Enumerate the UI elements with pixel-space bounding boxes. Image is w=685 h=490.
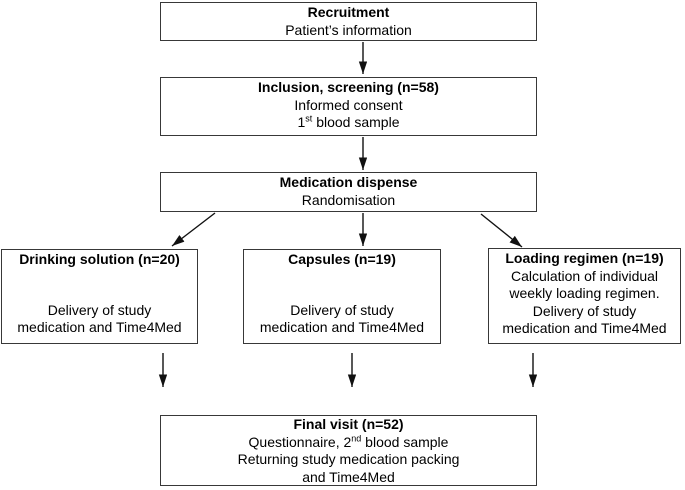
inclusion-line-informed-consent: Informed consent xyxy=(294,96,403,113)
loading-line-weekly: weekly loading regimen. xyxy=(509,285,660,301)
recruitment-line-patient-information: Patient’s information xyxy=(285,21,412,38)
arrow-dispense-to-drinking-icon xyxy=(171,212,216,247)
arrow-dispense-to-loading-icon xyxy=(480,213,523,248)
loading-regimen-title: Loading regimen (n=19) xyxy=(505,250,664,266)
drinking-line-delivery: Delivery of study xyxy=(47,301,152,318)
capsules-line-time4med: medication and Time4Med xyxy=(259,319,425,335)
loading-line-delivery: Delivery of study xyxy=(532,302,637,319)
medication-dispense-title: Medication dispense xyxy=(279,174,418,190)
drinking-line-time4med: medication and Time4Med xyxy=(17,319,182,335)
ordinal-number: 1 xyxy=(297,114,306,130)
final-visit-box: Final visit (n=52) Questionnaire, 2nd bl… xyxy=(160,415,537,486)
loading-line-calculation: Calculation of individual xyxy=(510,267,659,284)
drinking-solution-title: Drinking solution (n=20) xyxy=(19,251,180,267)
capsules-box: Capsules (n=19) Delivery of study medica… xyxy=(243,249,441,344)
inclusion-screening-title: Inclusion, screening (n=58) xyxy=(258,79,439,95)
ordinal-suffix: nd xyxy=(351,432,362,443)
line-rest: blood sample xyxy=(361,433,449,450)
line-rest: blood sample xyxy=(312,114,400,130)
dispense-line-randomisation: Randomisation xyxy=(301,191,396,208)
final-line-and-time4med: and Time4Med xyxy=(302,468,395,485)
capsules-title: Capsules (n=19) xyxy=(288,251,396,267)
recruitment-title: Recruitment xyxy=(307,4,390,20)
recruitment-box: Recruitment Patient’s information xyxy=(160,2,537,41)
inclusion-line-first-blood-sample: 1st blood sample xyxy=(161,114,536,132)
line-pre: Questionnaire, 2 xyxy=(248,433,352,450)
capsules-line-delivery: Delivery of study xyxy=(290,301,394,318)
loading-regimen-box: Loading regimen (n=19) Calculation of in… xyxy=(488,248,681,344)
ordinal-suffix: st xyxy=(305,113,313,124)
drinking-solution-box: Drinking solution (n=20) Delivery of stu… xyxy=(1,249,198,344)
inclusion-screening-box: Inclusion, screening (n=58) Informed con… xyxy=(160,77,537,136)
final-line-returning-packing: Returning study medication packing xyxy=(237,451,460,467)
medication-dispense-box: Medication dispense Randomisation xyxy=(160,172,537,212)
final-line-questionnaire-blood-sample: Questionnaire, 2nd blood sample xyxy=(161,432,536,452)
final-visit-title: Final visit (n=52) xyxy=(293,416,404,432)
loading-line-time4med: medication and Time4Med xyxy=(502,320,667,336)
